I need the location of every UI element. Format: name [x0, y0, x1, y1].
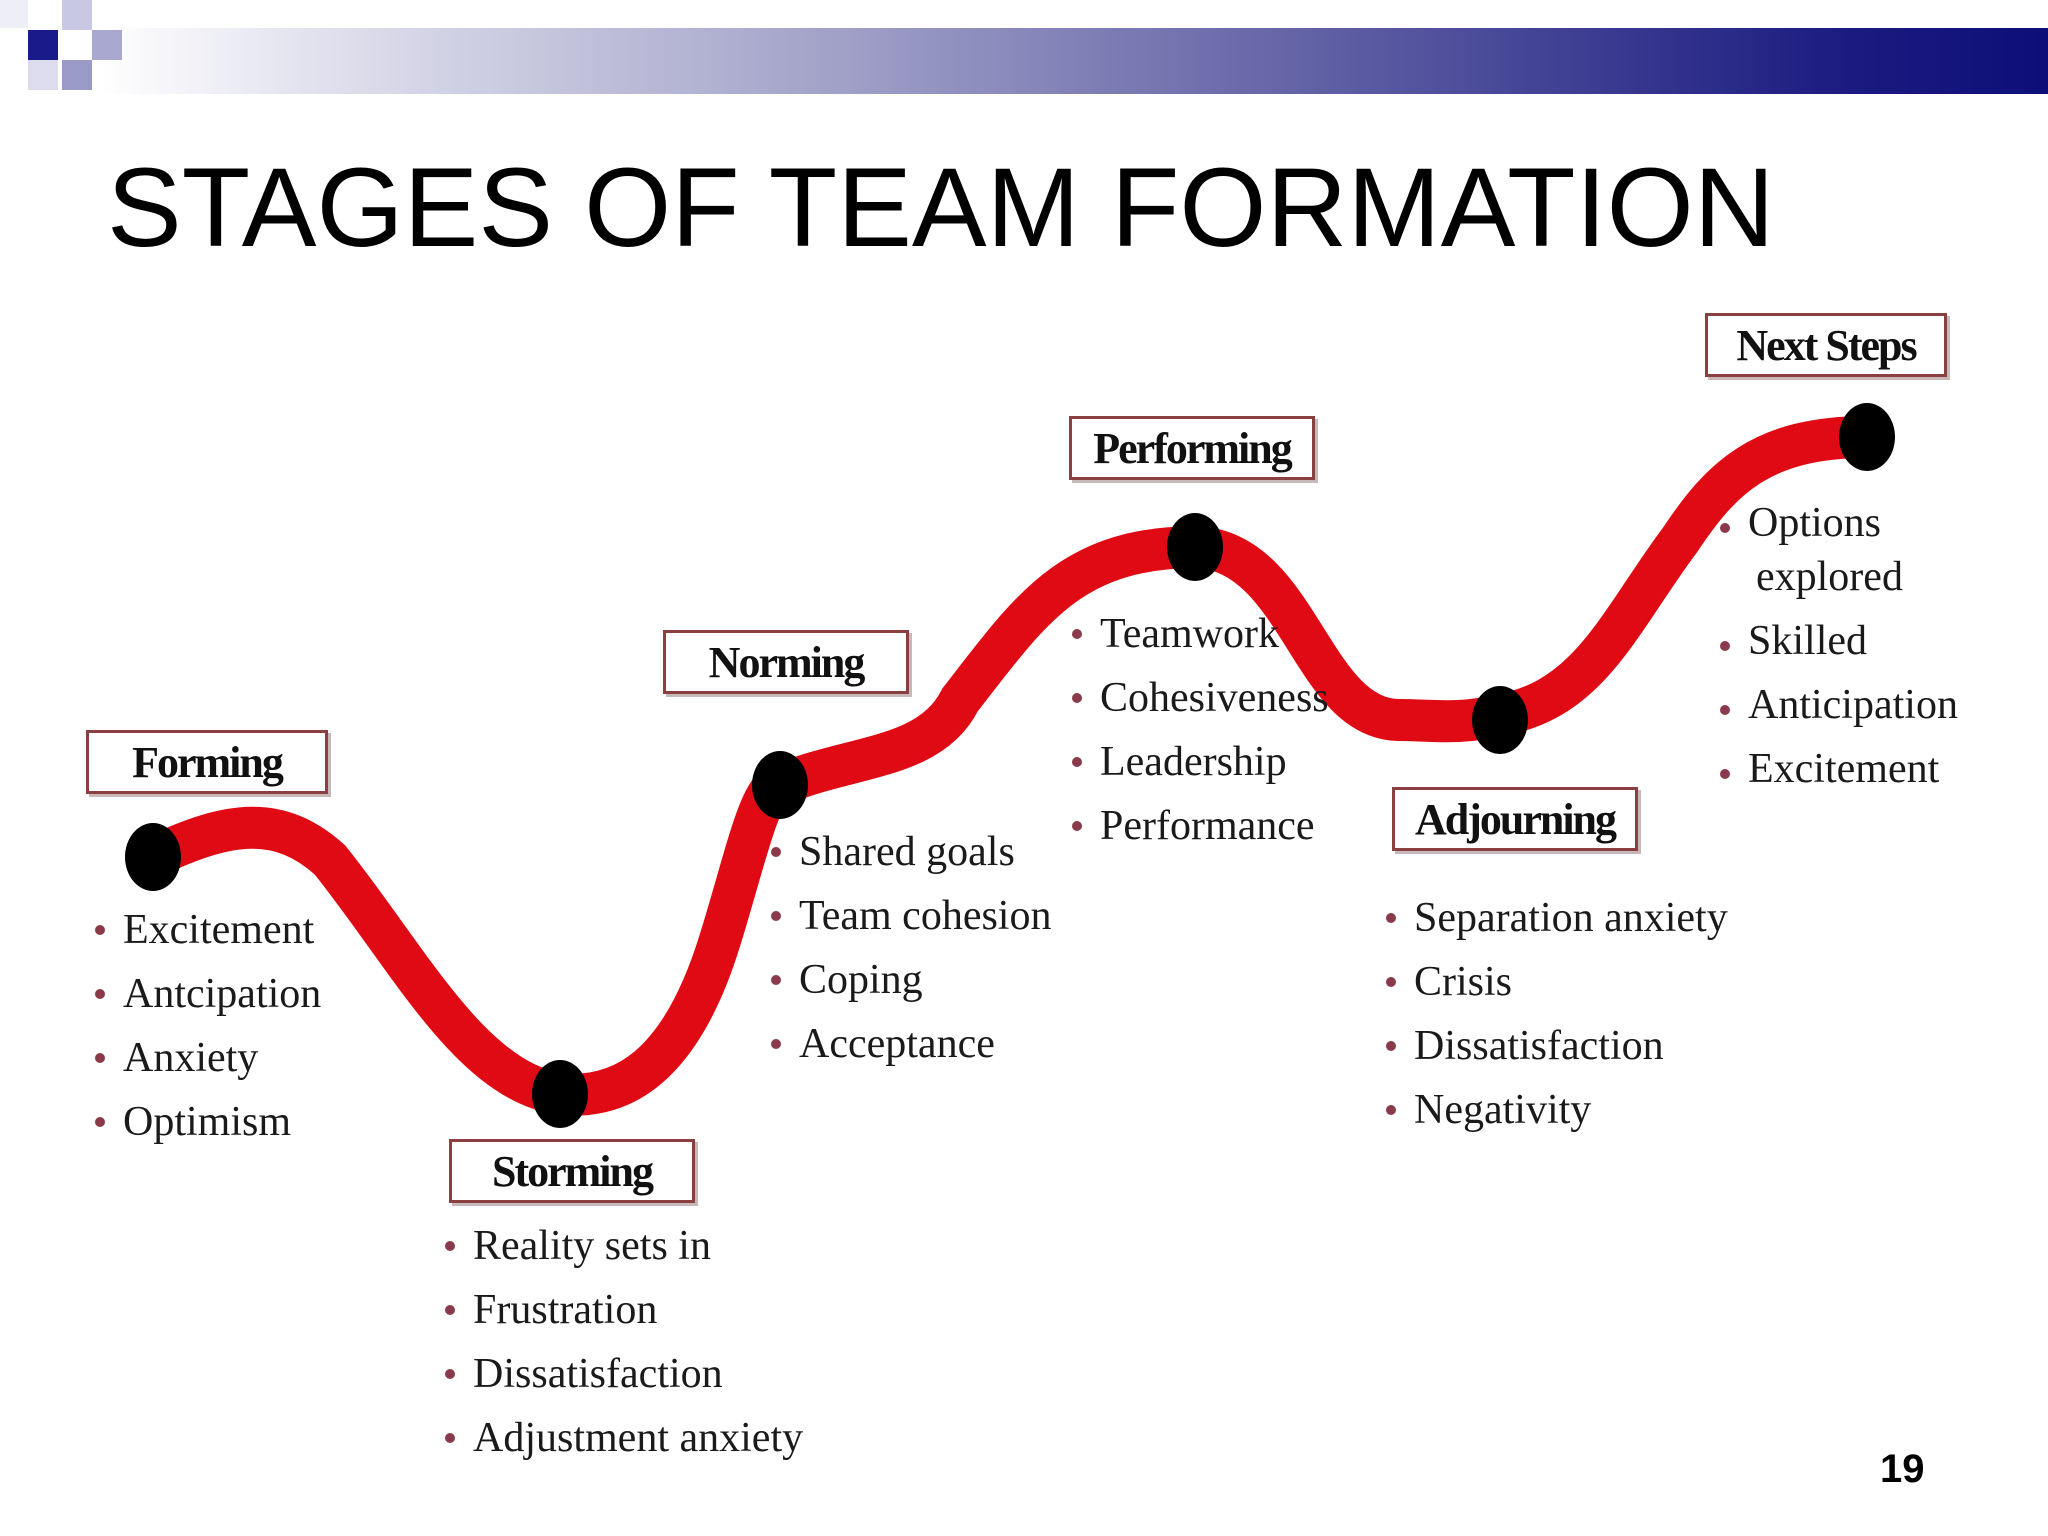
stage-curve	[132, 416, 1888, 1116]
next-steps-label: Next Steps	[1705, 313, 1947, 377]
list-item: Coping	[771, 948, 1051, 1012]
list-item: Frustration	[445, 1278, 803, 1342]
list-item: Skilled	[1720, 614, 1958, 668]
norming-node	[752, 751, 808, 819]
list-item: Crisis	[1386, 950, 1728, 1014]
forming-node	[125, 823, 181, 891]
list-item: Antcipation	[95, 962, 321, 1026]
list-item: Dissatisfaction	[445, 1342, 803, 1406]
list-item: Adjustment anxiety	[445, 1406, 803, 1470]
list-item: Separation anxiety	[1386, 886, 1728, 950]
list-item: Options	[1720, 496, 1958, 550]
list-item: Team cohesion	[771, 884, 1051, 948]
header-gradient-bar	[100, 28, 2048, 94]
logo-square-pale	[0, 0, 28, 28]
list-item: Optimism	[95, 1090, 321, 1154]
adjourning-bullet-list: Separation anxiety Crisis Dissatisfactio…	[1386, 886, 1728, 1142]
forming-label: Forming	[86, 730, 328, 794]
performing-label: Performing	[1069, 416, 1315, 480]
list-item: Cohesiveness	[1072, 666, 1329, 730]
list-item: Excitement	[1720, 742, 1958, 796]
next-steps-node	[1839, 403, 1895, 471]
logo-square-mid	[92, 30, 122, 60]
list-item: Dissatisfaction	[1386, 1014, 1728, 1078]
list-item: Negativity	[1386, 1078, 1728, 1142]
list-item: Leadership	[1072, 730, 1329, 794]
list-item: Performance	[1072, 794, 1329, 858]
list-item: Teamwork	[1072, 602, 1329, 666]
list-item: Reality sets in	[445, 1214, 803, 1278]
storming-node	[532, 1060, 588, 1128]
logo-square-light-2	[28, 60, 58, 90]
slide-title: STAGES OF TEAM FORMATION	[107, 145, 1775, 270]
list-item: Anxiety	[95, 1026, 321, 1090]
storming-bullet-list: Reality sets in Frustration Dissatisfact…	[445, 1214, 803, 1470]
adjourning-node	[1472, 686, 1528, 754]
adjourning-label: Adjourning	[1392, 787, 1638, 851]
performing-node	[1167, 513, 1223, 581]
list-item: Shared goals	[771, 820, 1051, 884]
forming-bullet-list: Excitement Antcipation Anxiety Optimism	[95, 898, 321, 1154]
list-item-continuation: explored	[1756, 554, 1903, 600]
norming-label: Norming	[663, 630, 909, 694]
storming-label: Storming	[449, 1139, 695, 1203]
next-steps-bullet-list: Options explored Skilled Anticipation Ex…	[1720, 496, 1958, 796]
page-number: 19	[1880, 1454, 1925, 1484]
logo-square-light	[62, 0, 92, 30]
norming-bullet-list: Shared goals Team cohesion Coping Accept…	[771, 820, 1051, 1076]
list-item: Acceptance	[771, 1012, 1051, 1076]
performing-bullet-list: Teamwork Cohesiveness Leadership Perform…	[1072, 602, 1329, 858]
list-item: Anticipation	[1720, 678, 1958, 732]
logo-square-mid-2	[62, 60, 92, 90]
logo-square-dark	[28, 30, 58, 60]
list-item: Excitement	[95, 898, 321, 962]
